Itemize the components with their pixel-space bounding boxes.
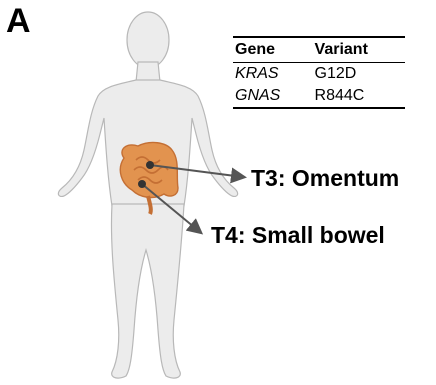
variant-table: Gene Variant KRAS G12D GNAS R844C	[233, 36, 405, 109]
variant-cell: G12D	[313, 63, 405, 86]
neck	[136, 62, 160, 82]
dot-t4	[138, 180, 146, 188]
head	[127, 12, 169, 68]
variant-cell: R844C	[313, 85, 405, 108]
site-label-t3: T3: Omentum	[251, 165, 399, 192]
table-row: GNAS R844C	[233, 85, 405, 108]
gene-cell: GNAS	[233, 85, 313, 108]
table-row: KRAS G12D	[233, 63, 405, 86]
panel-label: A	[6, 2, 31, 41]
site-label-t4: T4: Small bowel	[211, 222, 385, 249]
gene-cell: KRAS	[233, 63, 313, 86]
legs	[111, 204, 184, 378]
dot-t3	[146, 161, 154, 169]
column-header-variant: Variant	[313, 37, 405, 63]
table-header-row: Gene Variant	[233, 37, 405, 63]
column-header-gene: Gene	[233, 37, 313, 63]
